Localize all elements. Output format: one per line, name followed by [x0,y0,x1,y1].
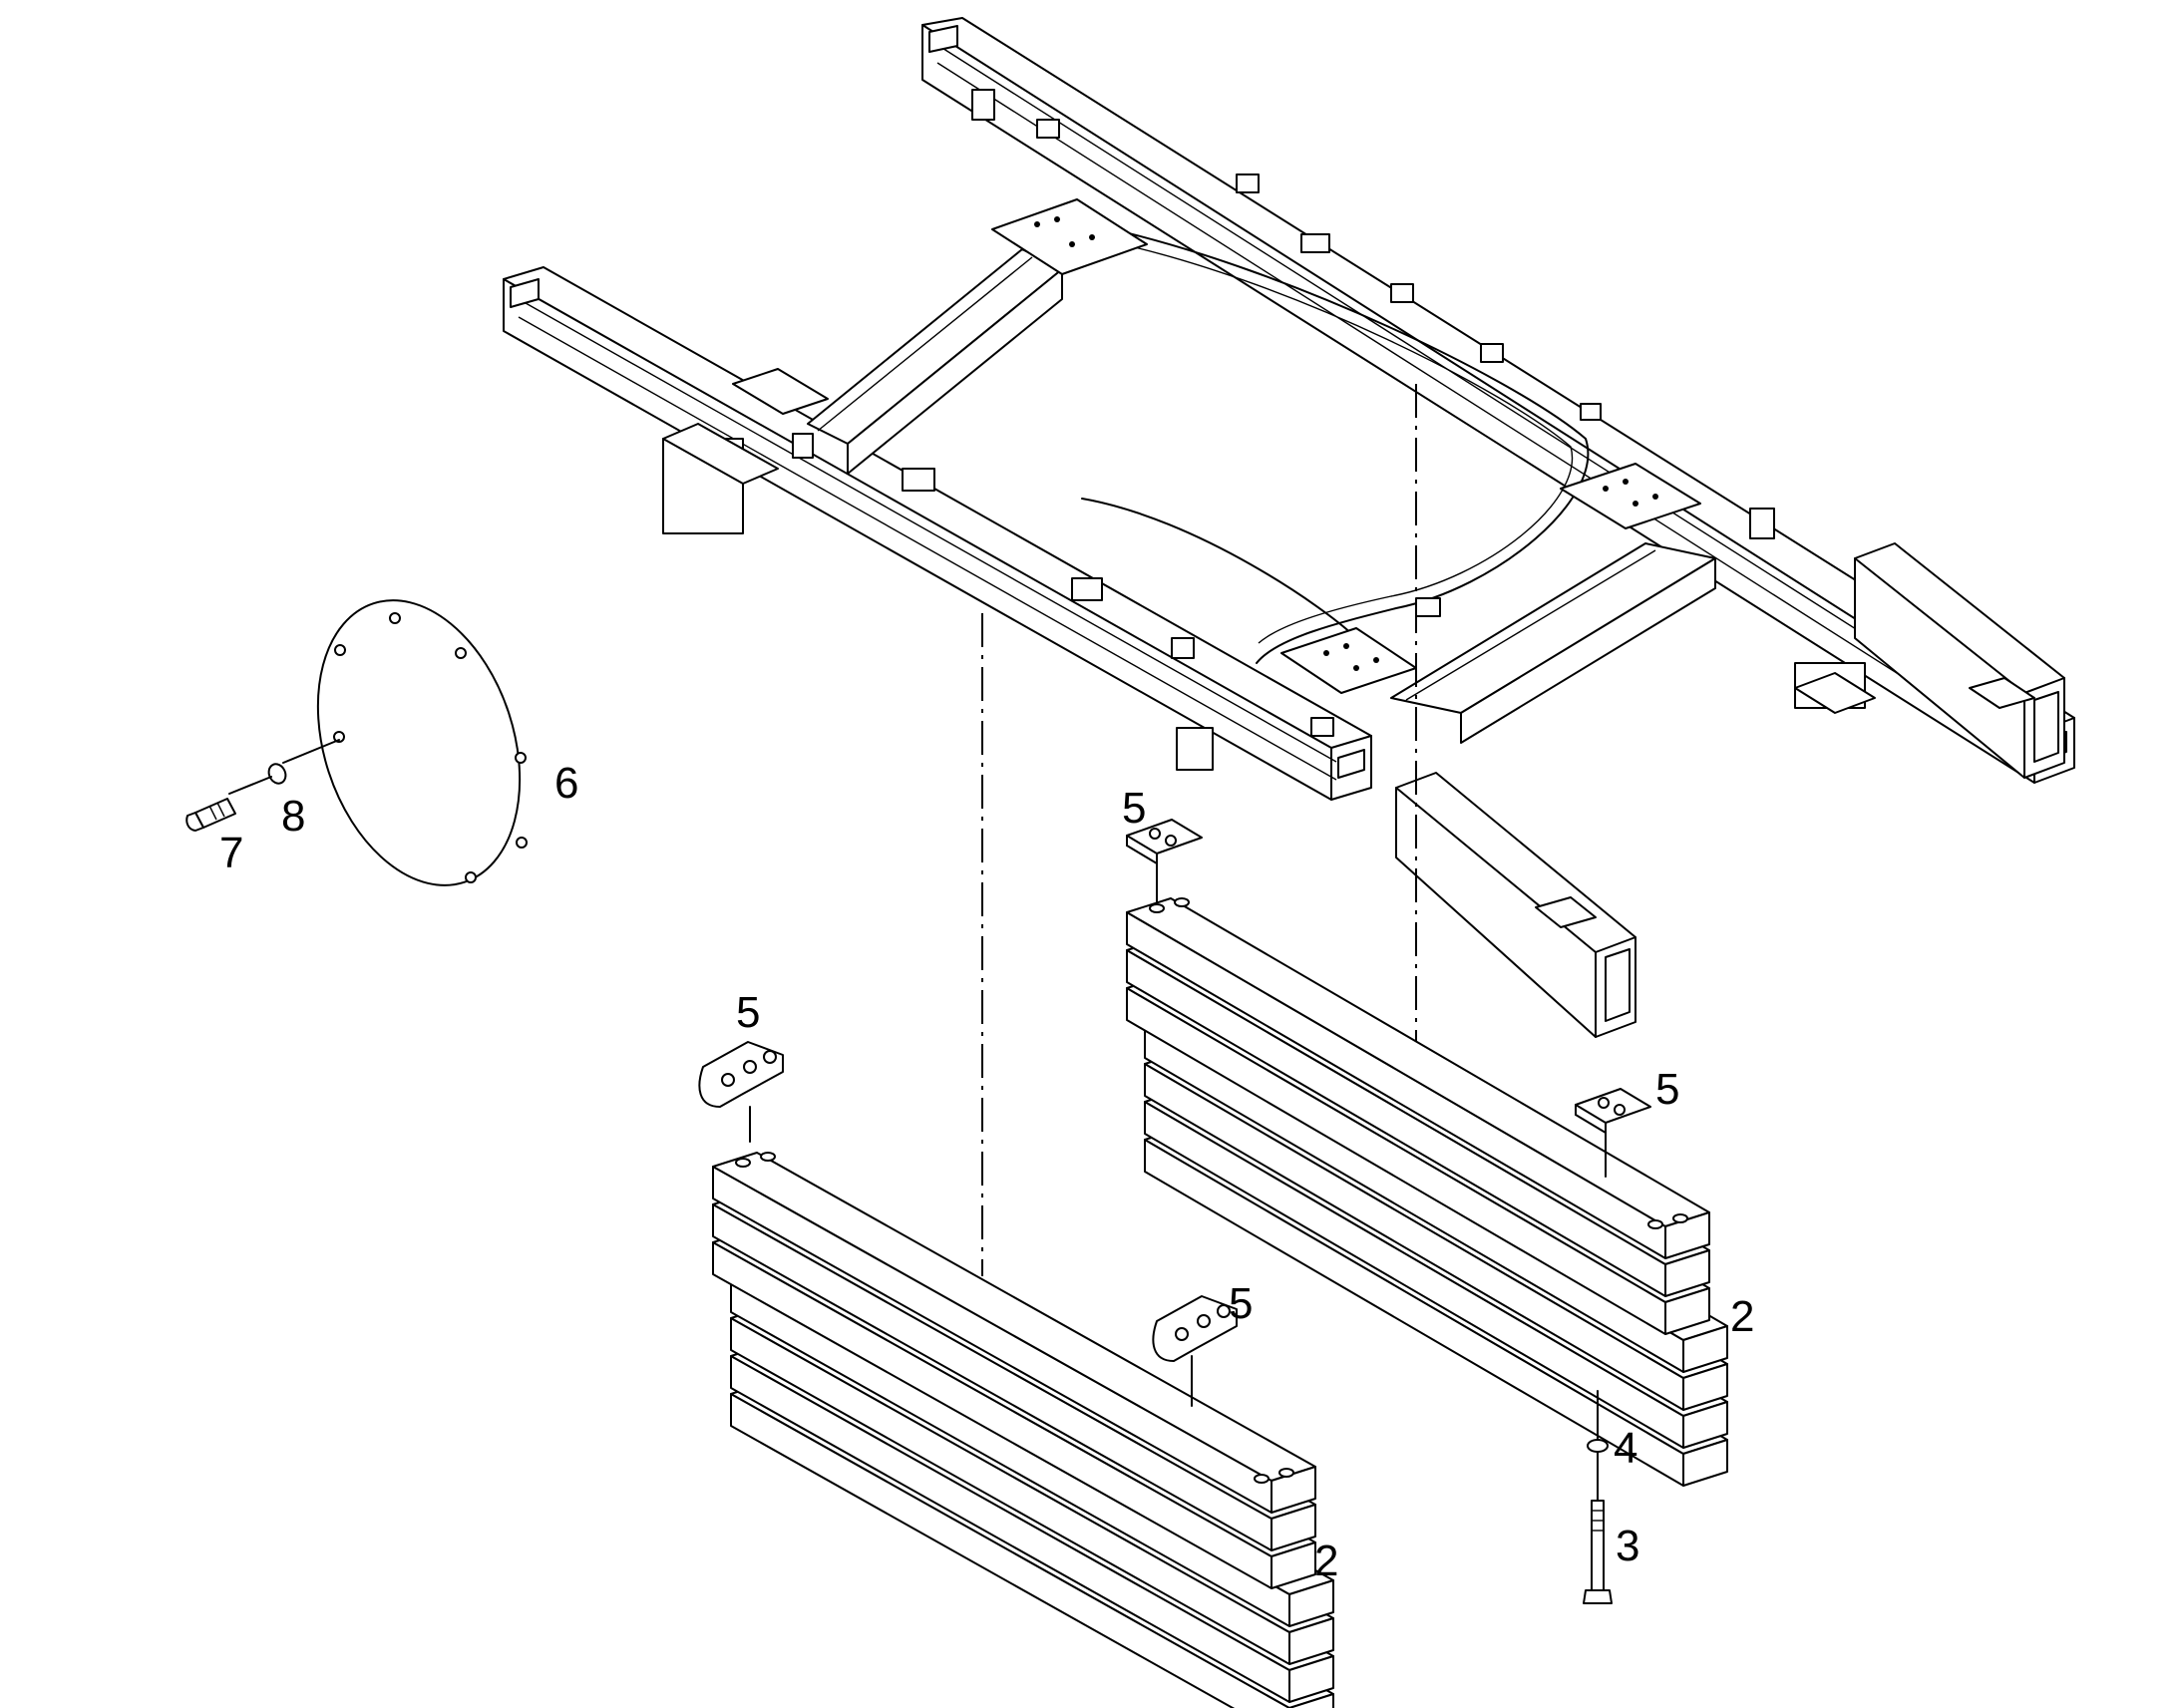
chassis-frame [503,17,2075,1038]
left-stack-slab-1 [712,1152,1316,1514]
bracket-5-upper-left-stack [698,1041,784,1143]
right-stack-bolt-hole-3 [1647,1219,1663,1229]
counterweight-stack-left [712,1152,1334,1708]
callout-2-right-stack: 2 [1730,1292,1754,1341]
right-stack-slab-1 [1126,897,1710,1259]
callout-7: 7 [219,829,243,877]
front-cross-member [807,248,1063,475]
callout-6: 6 [554,759,578,808]
left-stack-bolt-hole-2 [760,1152,776,1162]
rear-extension-arm-left [1395,772,1636,1038]
left-frame-rail [503,266,1372,801]
right-stack-bolt-hole-1 [1149,903,1165,913]
left-stack-bolt-hole-4 [1278,1468,1294,1478]
mount-plate-2 [732,368,829,415]
callout-5-upper-left-stack: 5 [736,988,760,1037]
callout-labels: 5 5 5 5 2 2 4 3 6 7 8 [219,759,1754,1585]
callout-2-left-stack: 2 [1314,1537,1338,1585]
right-stack-bolt-hole-4 [1672,1213,1688,1223]
callout-8: 8 [281,792,305,841]
mount-plate-3 [1560,463,1701,529]
mount-plate-1 [991,198,1148,275]
rear-extension-arm-right [1854,542,2065,779]
callout-5-upper-right-stack: 5 [1122,784,1146,833]
callout-3: 3 [1616,1522,1639,1570]
callout-5-right-stack-rear: 5 [1655,1065,1679,1114]
assembly-centerlines [981,384,1417,1276]
bracket-5-lower-right-stack-a [1152,1295,1238,1407]
washer-8 [228,739,340,795]
washer-4 [1587,1390,1609,1453]
bracket-5-upper-right-stack [1126,819,1203,903]
rear-cross-member [1390,542,1716,744]
cover-plate-6 [316,599,528,886]
left-stack-bolt-hole-1 [735,1158,751,1168]
screw-7 [185,798,236,832]
callout-4: 4 [1614,1424,1637,1473]
right-stack-bolt-hole-2 [1174,897,1190,907]
bolt-3 [1583,1451,1613,1604]
bracket-5-lower-right-stack-b [1575,1088,1651,1178]
rear-end-fittings [1535,672,2035,928]
left-stack-bolt-hole-3 [1254,1474,1270,1484]
mount-plate-4 [1280,627,1417,694]
callout-5-left-stack-rear: 5 [1229,1279,1253,1328]
counterweight-stack-right [1126,897,1728,1487]
